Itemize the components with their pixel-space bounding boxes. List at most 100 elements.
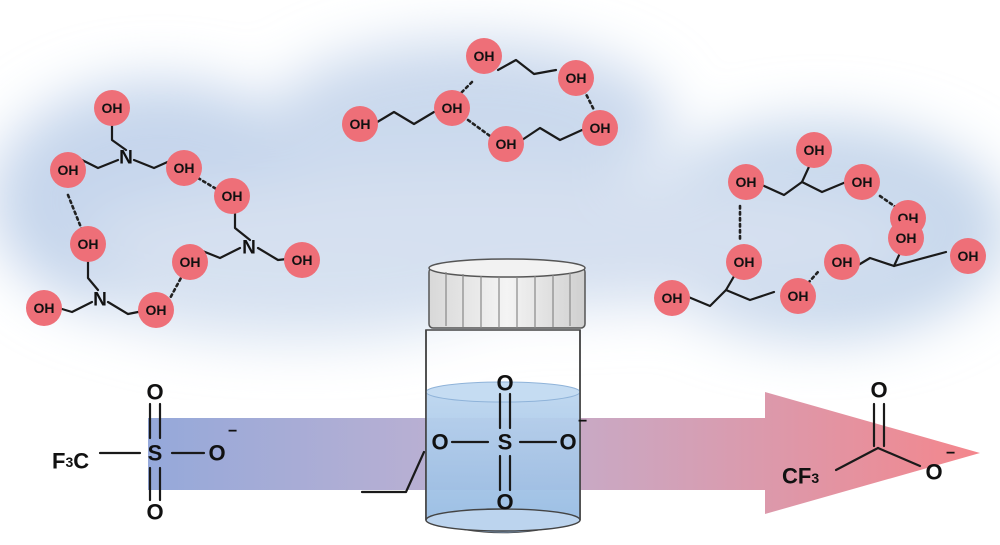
hydroxyl-label: OH [734,254,755,270]
hydroxyl-label: OH [222,188,243,204]
hydroxyl-group: OH [726,244,762,280]
hydroxyl-group: OH [466,38,502,74]
hydroxyl-group: OH [284,242,320,278]
hydroxyl-label: OH [146,302,167,318]
hydroxyl-circle [284,242,320,278]
ethylene-glycol-cluster [372,58,596,142]
triflate-charge: − [228,423,237,440]
hydroxyl-group: OH [138,292,174,328]
hydroxyl-circle [558,60,594,96]
hydroxyl-label: OH [832,254,853,270]
hydroxyl-circle [888,220,924,256]
hydroxyl-group: OH [654,280,690,316]
hydroxyl-circle [654,280,690,316]
hydroxyl-circle [844,164,880,200]
hydroxyl-label: OH [662,290,683,306]
carboxylate-oxygen: O [925,460,942,485]
hydroxyl-group: OH [214,178,250,214]
triflate-anion: S O O O − F3C [52,380,237,525]
hydroxyl-group: OH [728,164,764,200]
hydroxyl-group: OH [824,244,860,280]
hydroxyl-group: OH [26,290,62,326]
hydroxyl-group: OH [166,150,202,186]
hydroxyl-circle [138,292,174,328]
hydroxyl-label: OH [58,162,79,178]
hydroxyl-group: OH [582,110,618,146]
hydroxyl-label: OH [566,70,587,86]
hydroxyl-group: OH [558,60,594,96]
hydroxyl-label: OH [896,230,917,246]
hydroxyl-label: OH [442,100,463,116]
hydroxyl-label: OH [180,254,201,270]
hydroxyl-circle [582,110,618,146]
triflate-oxygen-bottom: O [146,500,163,525]
triflate-cf3-label: F3C [52,449,89,474]
hydroxyl-group: OH [94,90,130,126]
hydroxyl-circle [434,90,470,126]
hydroxyl-group: OH [844,164,880,200]
hydroxyl-label: OH [852,174,873,190]
hydroxyl-group: OH [950,238,986,274]
hydroxyl-circle [726,244,762,280]
methylsulfate-oxygen-bottom: O [496,490,513,515]
hydroxyl-group: OH [796,132,832,168]
hydroxyl-label: OH [496,136,517,152]
methylsulfate-charge: − [578,413,587,430]
hydroxyl-circle [50,152,86,188]
hydroxyl-circle [214,178,250,214]
hydroxyl-group: OH [172,244,208,280]
trifluoroacetate-anion: O O − CF3 [782,378,955,489]
nitrogen-atoms: N N N [93,148,256,311]
hydroxyl-label: OH [788,288,809,304]
hydroxyl-circle [342,106,378,142]
sample-vial [425,258,586,534]
hydroxyl-label: OH [590,120,611,136]
trifluoroacetate-cf3-label: CF3 [782,464,819,489]
hydroxyl-circle [70,226,106,262]
hydroxyl-label: OH [174,160,195,176]
hydroxyl-label: OH [102,100,123,116]
hydroxyl-label: OH [736,174,757,190]
hydroxyl-label: OH [350,116,371,132]
hydroxyl-group: OH [780,278,816,314]
triflate-oxygen-top: O [146,380,163,405]
methylsulfate-oxygen-top: O [496,371,513,396]
hydroxyl-group: OH [342,106,378,142]
hydroxyl-circle [26,290,62,326]
hydroxyl-label: OH [804,142,825,158]
hydroxyl-circle [950,238,986,274]
hydroxyl-circle [728,164,764,200]
hydroxyl-label: OH [78,236,99,252]
amine-nitrogen: N [242,238,256,259]
hydroxyl-circle [824,244,860,280]
carboxylate-charge: − [946,445,955,462]
hydroxyl-circle [796,132,832,168]
hydroxyl-circle [172,244,208,280]
methylsulfate-sulfur: S [498,430,513,455]
methylsulfate-anion: S O O O O − [360,371,587,515]
hydroxyl-group: OH [50,152,86,188]
vial-cap [428,258,586,329]
hydroxyl-label: OH [34,300,55,316]
hydroxyl-circle [488,126,524,162]
hydroxyl-group: OH [488,126,524,162]
hydroxyl-label: OH [292,252,313,268]
amine-nitrogen: N [93,290,107,311]
hydroxyl-group: OH [434,90,470,126]
methylsulfate-oxygen-anion: O [559,430,576,455]
hydroxyl-circle [780,278,816,314]
triflate-sulfur: S [148,441,163,466]
hydroxyl-circle [94,90,130,126]
methylsulfate-ester-oxygen: O [431,430,448,455]
hydroxyl-circle [166,150,202,186]
hydroxyl-group: OH [70,226,106,262]
triflate-oxygen-anion: O [208,441,225,466]
hydroxyl-group: OH [888,220,924,256]
hydroxyl-circle [466,38,502,74]
hydroxyl-groups: OH OH OH OH OH OH OH OH OH OH OH OH OH OH OH OH OH OH OH OH… [26,38,986,328]
carbonyl-oxygen: O [870,378,887,403]
hydroxyl-label: OH [474,48,495,64]
amine-nitrogen: N [119,148,133,169]
hydroxyl-label: OH [958,248,979,264]
